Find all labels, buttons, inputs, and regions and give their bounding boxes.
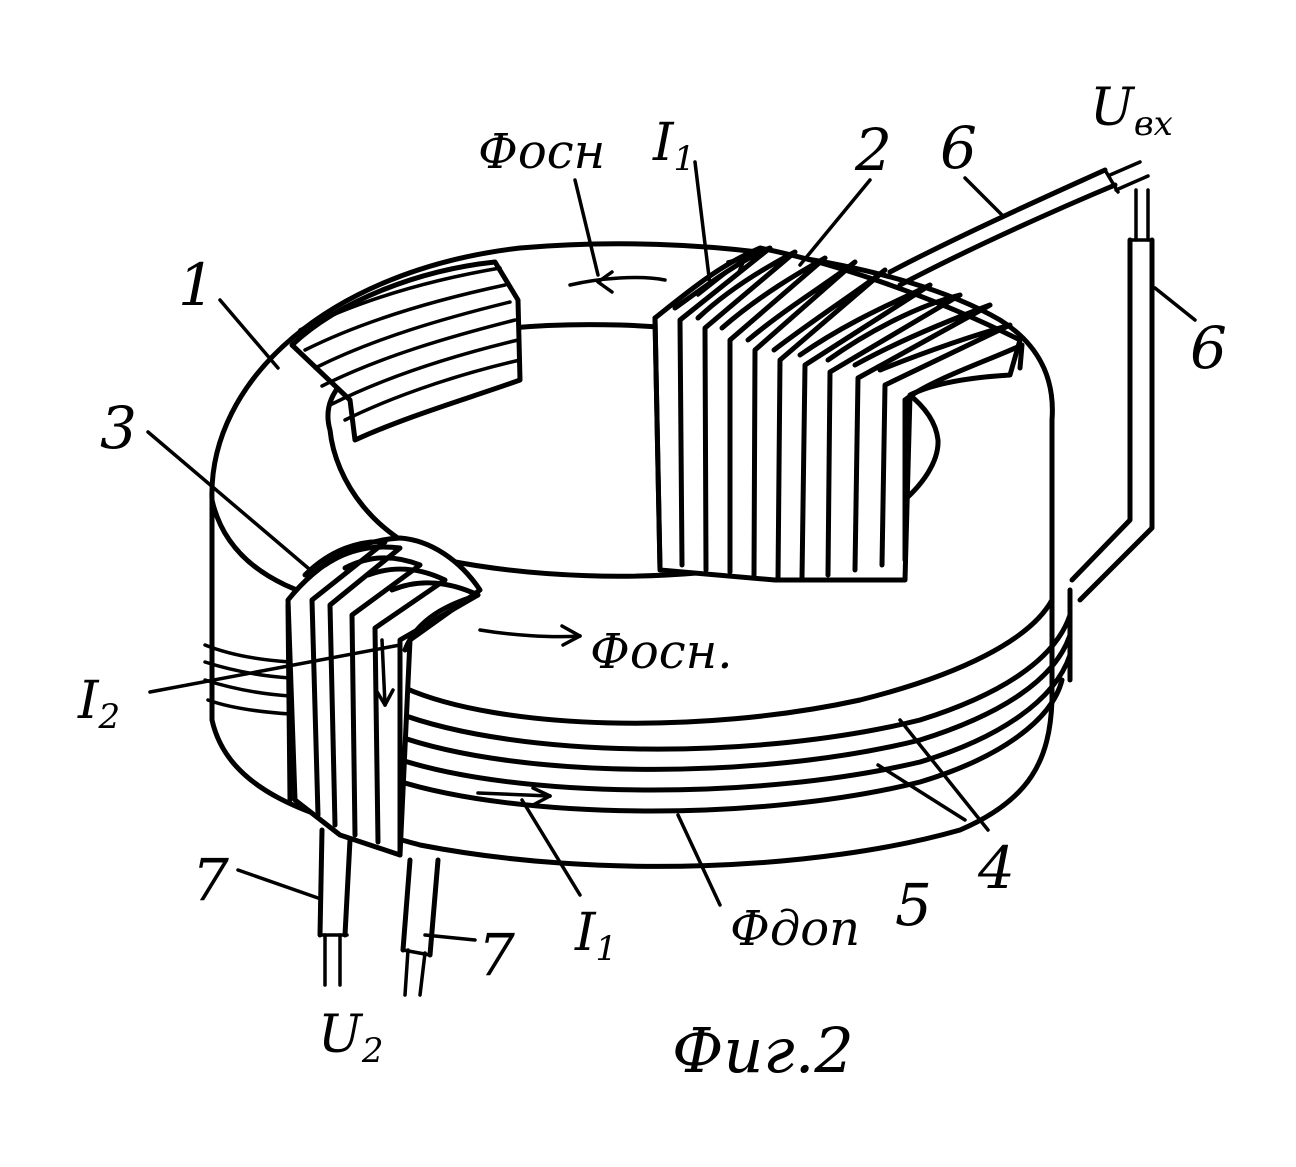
label-6-top: 6 <box>940 114 977 182</box>
input-leads <box>887 160 1155 603</box>
label-5: 5 <box>895 871 932 939</box>
label-phi-main-front: Фосн. <box>590 624 733 680</box>
label-i1-bottom: I1 <box>574 903 617 969</box>
label-4: 4 <box>977 834 1015 902</box>
output-leads <box>317 827 441 997</box>
label-1: 1 <box>178 251 215 319</box>
labels: 1 2 6 6 3 4 5 7 7 Фосн Фосн. Фдоп I1 I1 … <box>77 78 1227 1087</box>
label-u2: U2 <box>318 1005 383 1071</box>
label-3: 3 <box>100 394 137 462</box>
label-phi-main-top: Фосн <box>478 124 605 180</box>
winding-1-cutaway <box>289 259 523 443</box>
winding-4 <box>203 587 1073 814</box>
label-7-left: 7 <box>192 846 229 914</box>
label-phi-add: Фдоп <box>730 901 860 957</box>
winding-2 <box>652 245 1025 583</box>
label-6-right: 6 <box>1190 314 1227 382</box>
flux-arrows <box>374 256 747 807</box>
label-7-right: 7 <box>478 921 515 989</box>
leader-lines <box>146 160 1197 942</box>
label-i2: I2 <box>77 671 120 737</box>
label-2: 2 <box>854 116 892 184</box>
label-u-in: Uвх <box>1090 78 1173 144</box>
figure-caption: Фиг.2 <box>672 1014 854 1087</box>
label-i1-top: I1 <box>652 113 695 179</box>
